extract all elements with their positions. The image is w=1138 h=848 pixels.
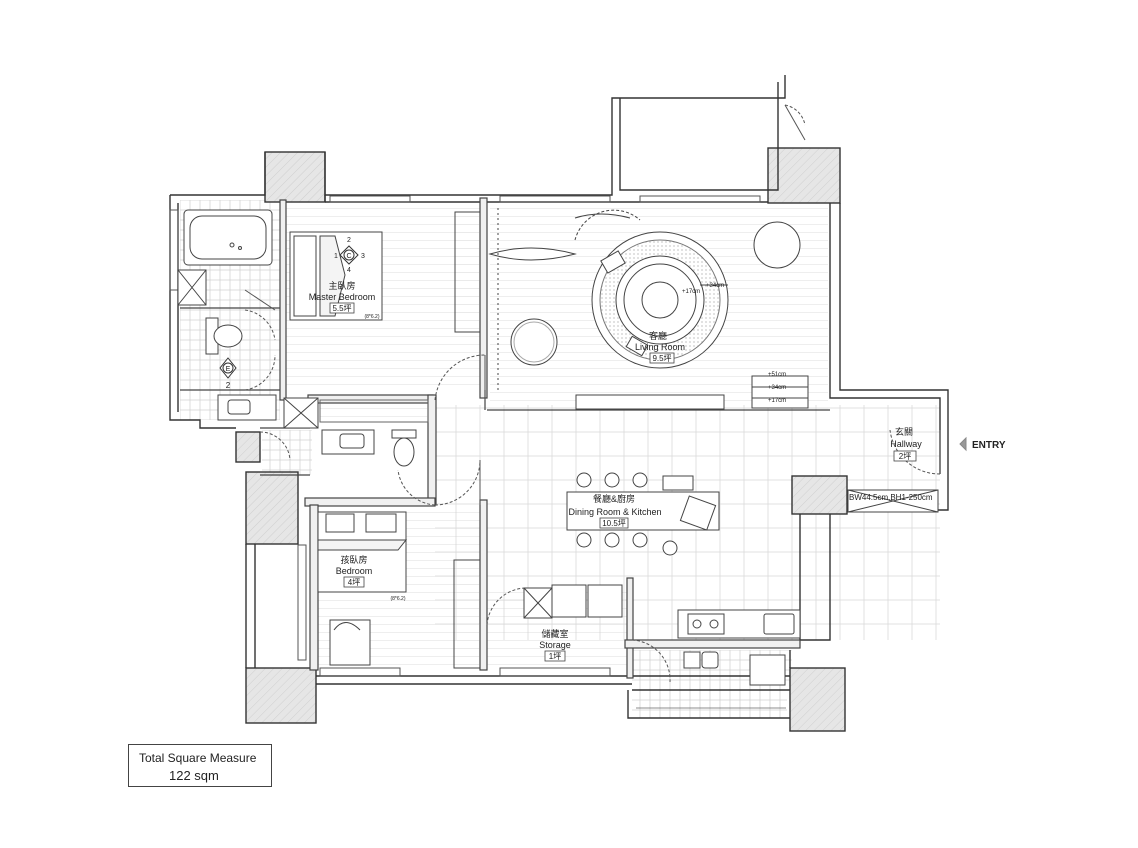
dining-kitchen-furniture — [523, 472, 801, 686]
doors — [244, 104, 941, 683]
column — [245, 471, 299, 545]
hallway-area: 2坪 — [899, 452, 911, 461]
dining-kitchen-area: 10.5坪 — [602, 519, 626, 528]
dining-kitchen-label-zh: 餐廳&廚房 — [593, 493, 635, 504]
master-bedroom-label-zh: 主臥房 — [328, 280, 355, 291]
master-bathroom — [177, 209, 277, 421]
round-rug — [753, 221, 801, 269]
toilet-2 — [393, 437, 415, 467]
wardrobe — [454, 211, 481, 333]
hallway-label-en: Hallway — [890, 439, 922, 449]
column — [791, 475, 848, 515]
bedroom-label-zh: 孩臥房 — [340, 554, 367, 565]
entry-label: ENTRY — [972, 440, 1006, 451]
windows — [169, 195, 761, 677]
dim-cabinet: BW44.5cm,BH1-250cm — [849, 493, 933, 502]
bathroom2-floor — [262, 430, 312, 475]
storage-label-zh: 儲藏室 — [541, 628, 568, 639]
fridge — [587, 584, 623, 618]
view-marker-c-3: 3 — [361, 253, 365, 260]
dim-plus34a: +34cm — [768, 385, 786, 391]
living-room-area: 9.5坪 — [652, 354, 671, 363]
storage-label-en: Storage — [539, 640, 571, 650]
master-bedroom-size: (8*6.2) — [364, 314, 379, 320]
living-room-label-zh: 客廳 — [649, 330, 667, 341]
dim-plus34b: +34cm — [706, 283, 724, 289]
master-bedroom-area: 5.5坪 — [332, 304, 351, 313]
chair — [679, 495, 717, 531]
column — [235, 431, 261, 463]
master-bedroom-label-en: Master Bedroom — [309, 292, 376, 302]
legend-value: 122 sqm — [169, 768, 219, 783]
column — [767, 147, 841, 204]
hallway-cabinet — [847, 489, 939, 513]
dim-plus17a: +17cm — [768, 398, 786, 404]
second-bathroom — [283, 397, 429, 467]
entry-marker: ENTRY — [959, 436, 1006, 452]
dim-plus17b: +17cm — [682, 289, 700, 295]
bedroom-label-en: Bedroom — [336, 566, 373, 576]
storage-area: 1坪 — [549, 652, 561, 661]
view-marker-c-center: C — [346, 253, 351, 260]
dining-kitchen-label-en: Dining Room & Kitchen — [568, 507, 661, 517]
view-marker-e-center: E — [226, 366, 231, 373]
balcony-floor — [632, 690, 787, 718]
column — [264, 151, 326, 203]
tv-console — [575, 394, 725, 410]
view-marker-c-4: 4 — [347, 267, 351, 274]
view-marker-c-2: 2 — [347, 237, 351, 244]
wardrobe-2 — [453, 559, 481, 669]
walls — [169, 75, 949, 732]
bedroom-size: (8*6.2) — [390, 596, 405, 602]
dimension-notes: +51cm +34cm +17cm +17cm +34cm BW44.5cm,B… — [682, 283, 933, 502]
entry-arrow-icon — [959, 436, 967, 452]
surfboard — [488, 247, 577, 261]
round-ottoman — [510, 318, 558, 366]
toilet — [213, 324, 243, 348]
dim-plus51: +51cm — [768, 372, 786, 378]
view-marker-c: C 1 2 3 4 — [334, 237, 365, 274]
living-room-furniture — [488, 208, 809, 410]
stove — [687, 613, 725, 635]
washing-machine — [683, 651, 701, 669]
hallway-label-zh: 玄關 — [895, 426, 913, 437]
living-room-label-en: Living Room — [635, 342, 685, 352]
step-platform — [751, 375, 809, 409]
column — [789, 667, 846, 732]
column — [245, 667, 317, 724]
room-labels: 主臥房 Master Bedroom 5.5坪 (8*6.2) 客廳 Livin… — [309, 280, 922, 662]
view-marker-e: E 2 — [219, 357, 237, 390]
desk — [329, 619, 371, 666]
area-legend: Total Square Measure 122 sqm — [128, 744, 272, 787]
sink — [763, 613, 795, 635]
round-coffee-table — [641, 281, 679, 319]
legend-title: Total Square Measure — [139, 751, 257, 765]
view-marker-c-1: 1 — [334, 253, 338, 260]
view-marker-e-num: 2 — [226, 381, 231, 390]
bedroom-area: 4坪 — [348, 578, 360, 587]
